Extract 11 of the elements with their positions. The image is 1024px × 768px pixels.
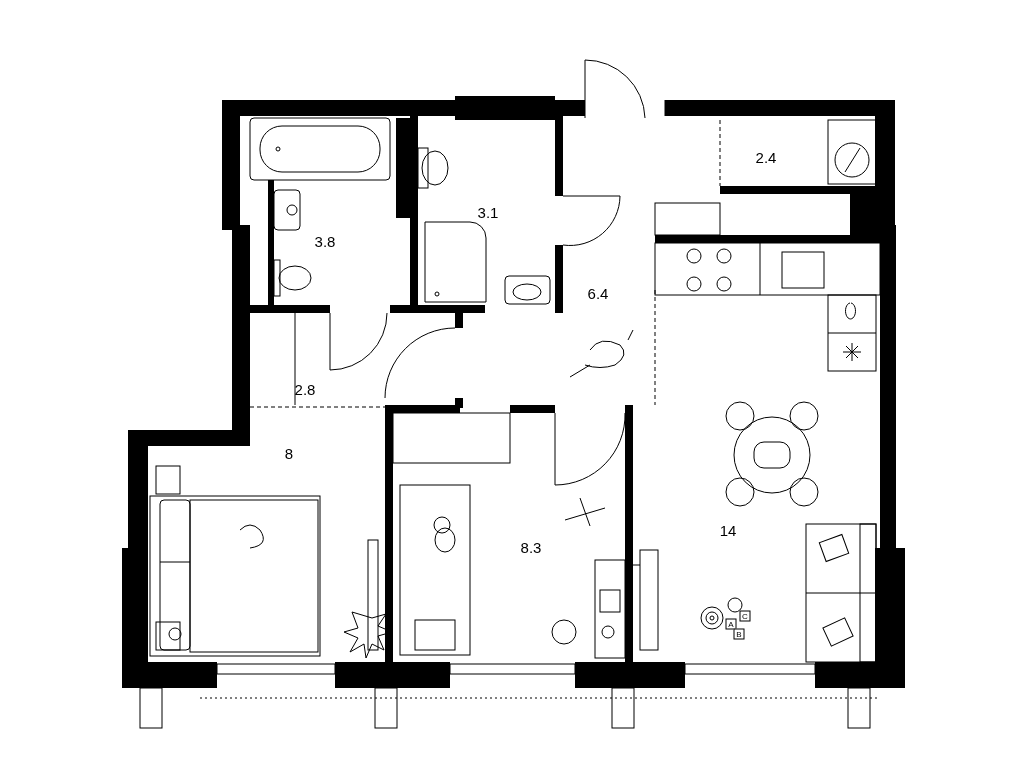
toy-block: A — [725, 618, 737, 630]
room-area: 8 — [284, 445, 294, 461]
room-area: 2.4 — [755, 149, 777, 165]
room-area: 8.3 — [520, 539, 542, 555]
room-area: 6.4 — [587, 285, 609, 301]
room-area: 14 — [719, 522, 737, 538]
room-area: 3.1 — [477, 204, 499, 220]
room-area: 2.8 — [294, 381, 316, 397]
room-area: 3.8 — [314, 233, 336, 249]
toy-block: C — [739, 610, 751, 622]
toy-block: B — [733, 628, 745, 640]
